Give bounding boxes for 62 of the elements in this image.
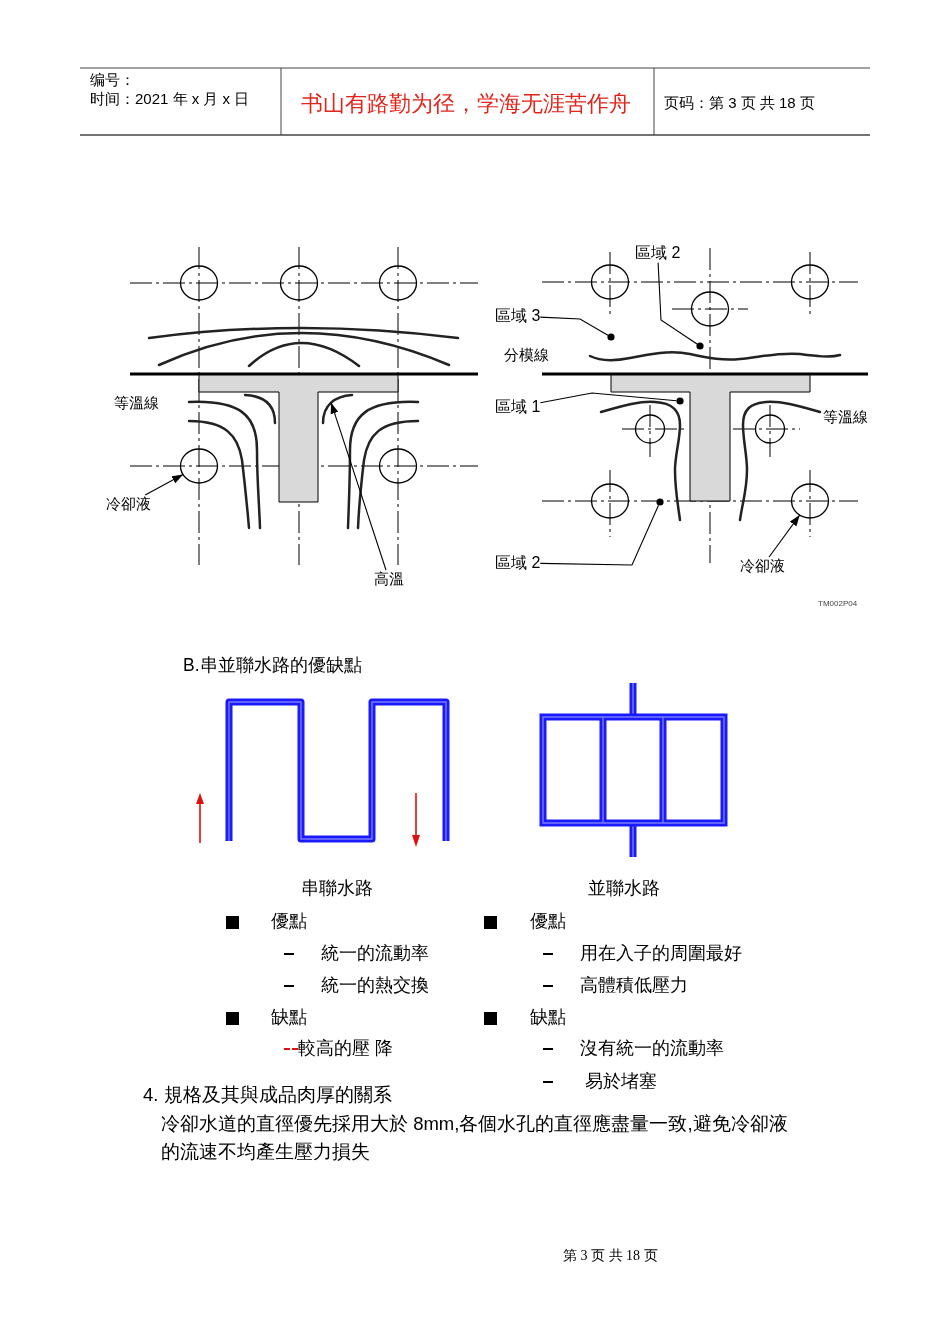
isotherm-curve [346,400,420,530]
cooling-channel-circle [179,448,219,484]
list-item: 較高的壓 降 [298,1038,393,1060]
list-item: 沒有統一的流動率 [580,1038,724,1060]
dot-marker-icon [696,342,704,350]
zone-label: 區域 2 [635,243,681,263]
callout-label: 冷卻液 [106,495,151,513]
leader-arrow [768,514,801,558]
zone-label: 區域 1 [495,397,541,417]
isotherm-curve [599,400,682,522]
cooling-channel-circle [590,264,630,300]
leader-line [539,392,677,404]
callout-label: 冷卻液 [740,557,785,575]
list-item: 統一的流動率 [321,943,429,965]
list-heading: 優點 [271,911,307,933]
part-label: 分模線 [504,346,549,364]
page-number-label: 页码：第 3 页 共 18 页 [664,94,815,112]
list-item: 高體積低壓力 [580,975,688,997]
leader-line [539,504,660,566]
section-heading: 4. 規格及其與成品肉厚的關系 [143,1083,392,1107]
list-item: 易於堵塞 [585,1071,657,1093]
zone-label: 區域 3 [495,306,541,326]
isotherm-curve [738,400,822,522]
isotherm-curve [588,351,842,362]
list-heading: 缺點 [530,1007,566,1029]
list-heading: 缺點 [271,1007,307,1029]
section-heading: B.串並聯水路的優缺點 [183,654,362,676]
date-label: 时间：2021 年 x 月 x 日 [90,90,250,108]
cooling-channel-circle [590,483,630,519]
list-heading: 優點 [530,911,566,933]
t-shaped-insert [198,373,399,503]
leader-line [657,262,698,345]
dot-marker-icon [607,333,615,341]
zone-label: 區域 2 [495,553,541,573]
isotherm-curve [147,326,460,340]
callout-label: 高溫 [374,570,404,588]
drawing-code-label: TM002P04 [818,599,858,609]
part-label: 等溫線 [823,408,868,426]
t-shaped-insert [610,373,811,502]
cooling-channel-circle [179,265,219,301]
cooling-channel-circle [378,265,418,301]
page-footer: 第 3 页 共 18 页 [563,1247,658,1265]
part-label: 等溫線 [114,394,159,412]
leader-arrow [330,402,387,571]
channel-caption: 並聯水路 [588,878,660,900]
isotherm-curve [243,393,277,425]
channel-caption: 串聯水路 [301,878,373,900]
document-number-label: 编号： [90,71,135,89]
isotherm-curve [157,331,451,367]
leader-line [539,316,609,336]
isotherm-curve [321,393,354,425]
paragraph: 冷卻水道的直徑優先採用大於 8mm,各個水孔的直徑應盡量一致,避免冷卻液的流速不均產生壓力損失 [161,1112,789,1164]
cooling-channel-circle [790,483,830,519]
list-item: 用在入子的周圍最好 [580,943,742,965]
cooling-channel-circle [279,265,319,301]
isotherm-curve [187,400,262,530]
dot-marker-icon [676,397,684,405]
cooling-channel-circle [790,264,830,300]
cooling-channel-circle [690,291,730,327]
leader-arrow [144,474,184,496]
motto-text: 书山有路勤为径，学海无涯苦作舟 [301,90,631,118]
list-item: 統一的熱交換 [321,975,429,997]
